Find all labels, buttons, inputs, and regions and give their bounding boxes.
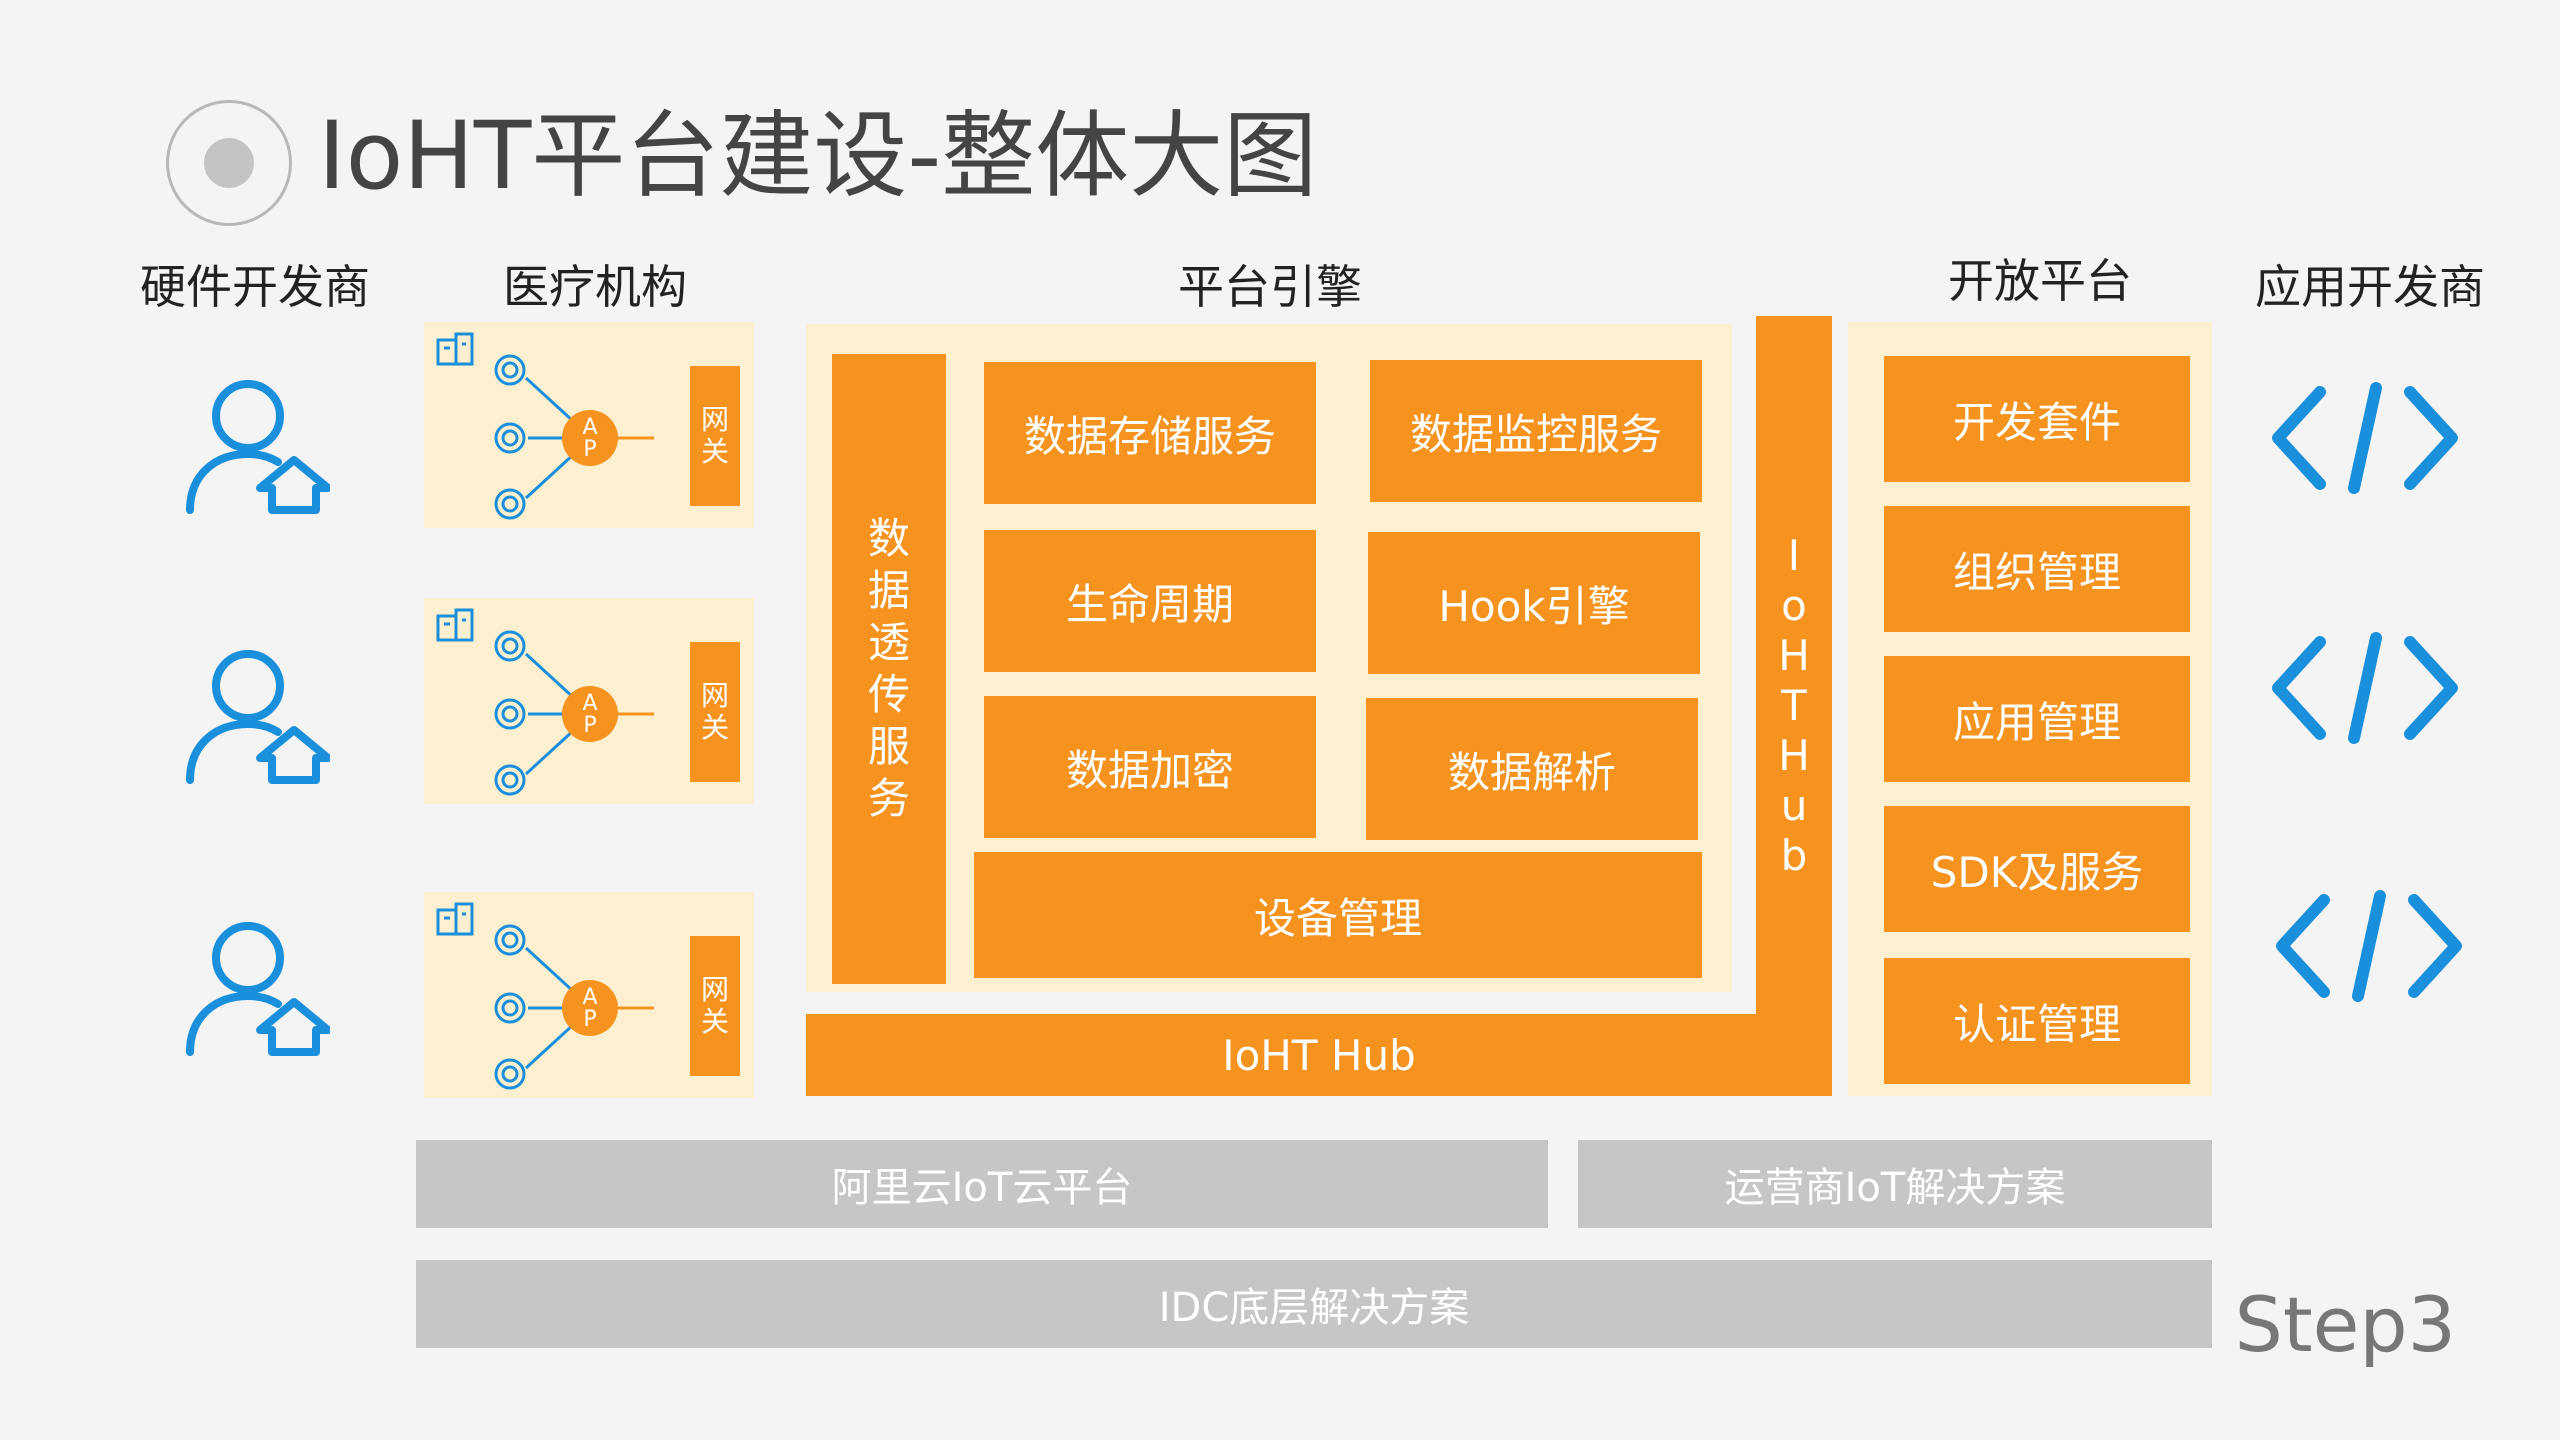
medical-network-diagram [436, 332, 740, 520]
aliyun-iot-platform: 阿里云IoT云平台 [416, 1140, 1548, 1228]
medical-network-diagram [436, 902, 740, 1090]
idc-base-solution: IDC底层解决方案 [416, 1260, 2212, 1348]
data-monitor-service: 数据监控服务 [1370, 360, 1702, 502]
heading-hardware-developers: 硬件开发商 [140, 260, 370, 314]
code-icon [2276, 890, 2462, 1002]
user-upload-icon [186, 650, 330, 784]
data-storage-service: 数据存储服务 [984, 362, 1316, 504]
step-label: Step3 [2234, 1280, 2456, 1369]
hook-engine: Hook引擎 [1368, 532, 1700, 674]
open-item-org-management: 组织管理 [1884, 506, 2190, 632]
code-icon [2272, 382, 2458, 494]
ioht-hub-vertical: I o H T H u b [1756, 316, 1832, 1096]
device-management: 设备管理 [974, 852, 1702, 978]
heading-medical-institutions: 医疗机构 [503, 260, 687, 314]
open-item-sdk-services: SDK及服务 [1884, 806, 2190, 932]
gateway-label: 网关 [700, 403, 729, 468]
heading-open-platform: 开放平台 [1948, 254, 2132, 308]
open-item-dev-kit: 开发套件 [1884, 356, 2190, 482]
user-upload-icon [186, 380, 330, 514]
medical-network-diagram [436, 608, 740, 796]
open-item-app-management: 应用管理 [1884, 656, 2190, 782]
heading-app-developers: 应用开发商 [2255, 260, 2485, 314]
data-encryption-service: 数据加密 [984, 696, 1316, 838]
page-title: IoHT平台建设-整体大图 [318, 102, 1318, 211]
user-upload-icon [186, 922, 330, 1056]
title-decoration-dot [204, 138, 254, 188]
open-item-auth-management: 认证管理 [1884, 958, 2190, 1084]
ioht-hub-horizontal: IoHT Hub [806, 1014, 1832, 1096]
gateway-label: 网关 [700, 679, 729, 744]
gateway-label: 网关 [700, 973, 729, 1038]
operator-iot-solution: 运营商IoT解决方案 [1578, 1140, 2212, 1228]
code-icon [2272, 632, 2458, 744]
data-passthrough-service: 数 据 透 传 服 务 [832, 354, 946, 984]
title-decoration-ring [166, 100, 292, 226]
lifecycle-service: 生命周期 [984, 530, 1316, 672]
heading-platform-engine: 平台引擎 [1178, 260, 1362, 314]
data-parsing-service: 数据解析 [1366, 698, 1698, 840]
